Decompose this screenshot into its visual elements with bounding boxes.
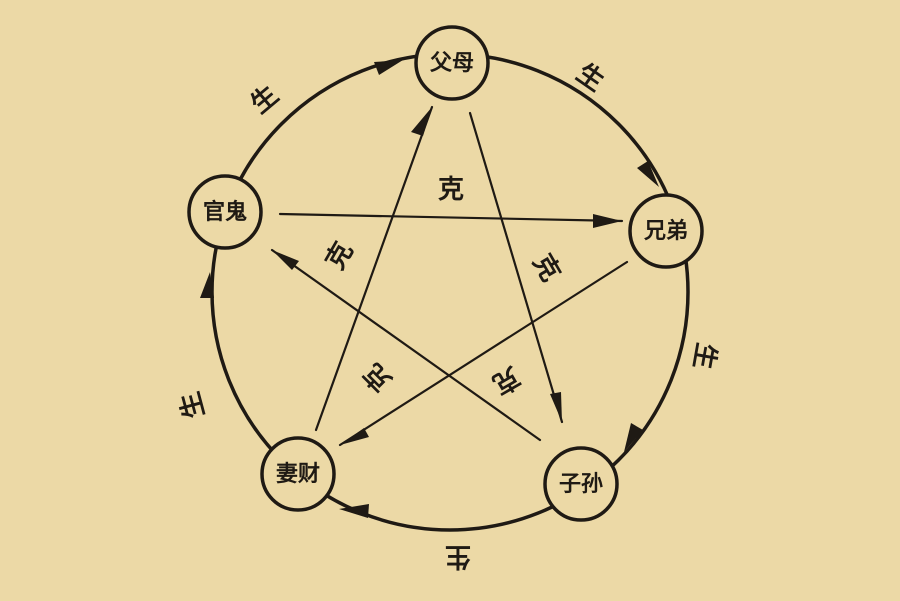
generate-arrow-fumu-to-xiongdi bbox=[637, 161, 659, 187]
node-fumu-circle bbox=[414, 25, 490, 101]
restrain-label-upper-right: 克 bbox=[527, 249, 566, 287]
restrain-arrow-at-qicai bbox=[340, 428, 369, 445]
generate-arrow-qicai-to-guangui bbox=[200, 272, 214, 298]
restrain-line-zisun-guangui bbox=[270, 248, 542, 442]
node-xiongdi-circle bbox=[628, 193, 704, 269]
generate-label-left: 生 bbox=[175, 389, 211, 422]
node-fumu-label: 父母 bbox=[430, 50, 474, 76]
node-qicai: 妻财 bbox=[260, 436, 336, 512]
generate-label-bottom: 生 bbox=[445, 541, 471, 571]
node-qicai-circle bbox=[260, 436, 336, 512]
restrain-label-lower-left: 克 bbox=[358, 357, 398, 397]
restrain-arrow-at-guangui bbox=[272, 250, 299, 270]
generate-label-top-left: 生 bbox=[245, 80, 284, 120]
restrain-arrow-at-zisun bbox=[550, 392, 562, 422]
restrain-line-qicai-fumu bbox=[314, 105, 434, 432]
restrain-label-lower-right: 克 bbox=[487, 361, 525, 400]
restrain-line-xiongdi-qicai bbox=[338, 260, 629, 447]
generate-label-right: 生 bbox=[687, 341, 721, 372]
generate-arrow-zisun-to-qicai bbox=[339, 504, 369, 518]
node-xiongdi: 兄弟 bbox=[628, 193, 704, 269]
restrain-label-top: 克 bbox=[438, 175, 464, 205]
restrain-arrow-at-fumu bbox=[411, 107, 432, 136]
node-zisun-circle bbox=[543, 446, 619, 522]
restrain-line-fumu-zisun bbox=[468, 111, 564, 424]
node-fumu: 父母 bbox=[414, 25, 490, 101]
node-guangui-label: 官鬼 bbox=[203, 199, 247, 225]
generate-arrow-xiongdi-to-zisun bbox=[624, 423, 643, 452]
node-guangui-circle bbox=[187, 174, 263, 250]
restrain-line-guangui-xiongdi bbox=[278, 212, 624, 223]
node-zisun-label: 子孙 bbox=[559, 471, 603, 497]
node-qicai-label: 妻财 bbox=[276, 461, 320, 487]
node-xiongdi-label: 兄弟 bbox=[643, 218, 688, 244]
node-zisun: 子孙 bbox=[543, 446, 619, 522]
restrain-arrow-at-xiongdi bbox=[593, 214, 622, 228]
generate-arrow-guangui-to-fumu bbox=[374, 60, 403, 75]
node-guangui: 官鬼 bbox=[187, 174, 263, 250]
restrain-label-upper-left: 克 bbox=[321, 237, 360, 275]
